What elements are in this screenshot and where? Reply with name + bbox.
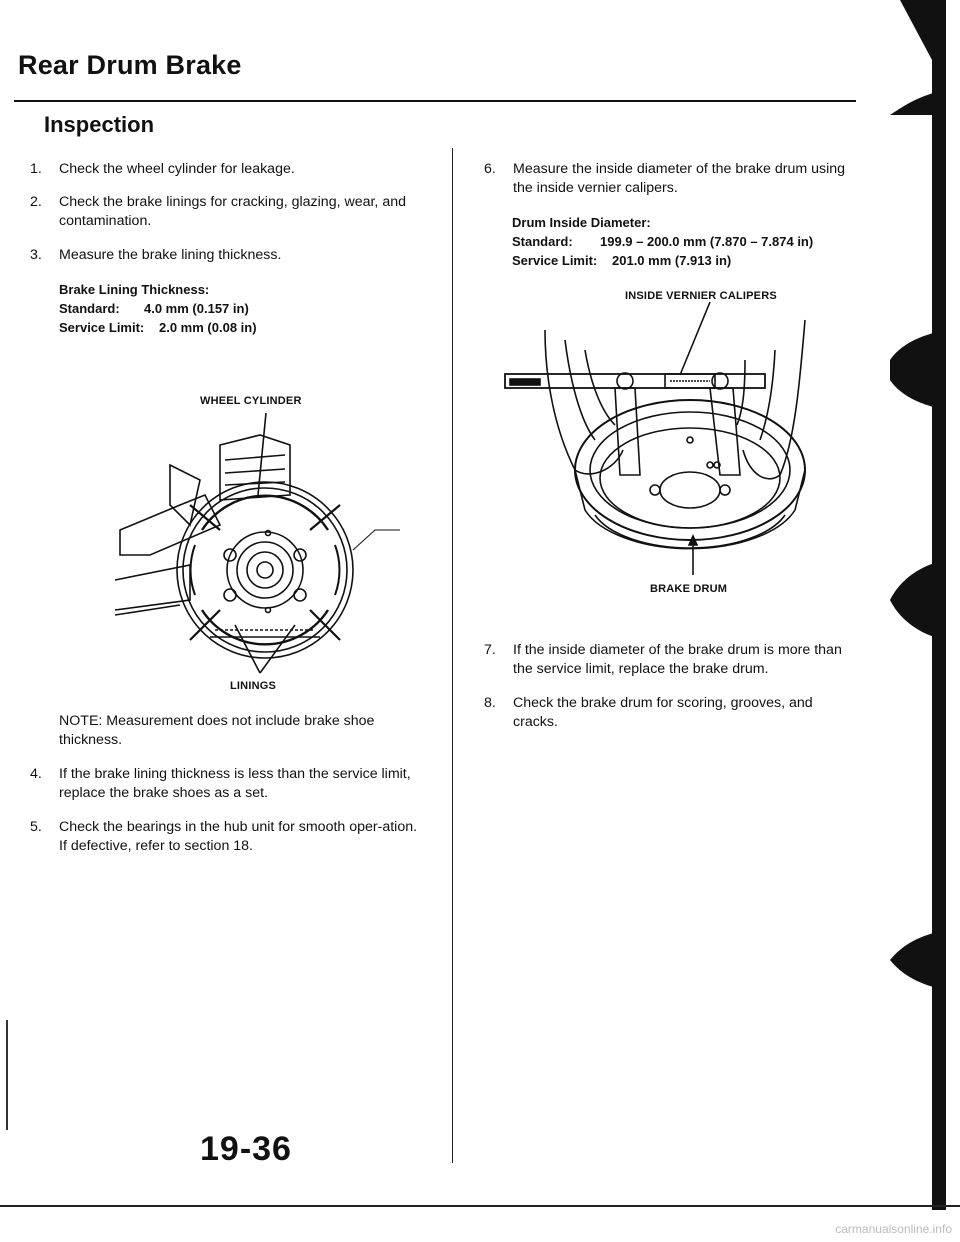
step-1: 1. Check the wheel cylinder for leakage. [30, 160, 416, 180]
section-heading: Inspection [44, 112, 155, 137]
spec-limit-value: 2.0 mm (0.08 in) [159, 320, 257, 335]
callout-inside-vernier-calipers: INSIDE VERNIER CALIPERS [625, 290, 777, 302]
step-number: 5. [30, 819, 42, 835]
spec-standard-row: Standard: 199.9 – 200.0 mm (7.870 – 7.87… [512, 232, 862, 251]
callout-wheel-cylinder: WHEEL CYLINDER [200, 395, 302, 407]
brake-assembly-illustration [114, 412, 400, 674]
spec-limit-label: Service Limit: [59, 320, 145, 335]
spec-standard-label: Standard: [59, 301, 120, 316]
watermark: carmanualsonline.info [835, 1222, 952, 1236]
step-text: If the brake lining thickness is less th… [59, 766, 411, 801]
column-divider [452, 148, 453, 1163]
step-text: Measure the inside diameter of the brake… [513, 161, 846, 196]
step-number: 3. [30, 247, 42, 263]
step-number: 6. [484, 161, 496, 177]
spec-limit-value: 201.0 mm (7.913 in) [612, 253, 732, 268]
step-4: 4. If the brake lining thickness is less… [30, 765, 420, 805]
callout-linings: LININGS [230, 680, 277, 692]
page-number: 19-36 [200, 1130, 292, 1168]
step-8: 8. Check the brake drum for scoring, gro… [484, 694, 858, 734]
measurement-note: NOTE: Measurement does not include brake… [59, 713, 375, 748]
step-text: Check the brake drum for scoring, groove… [513, 695, 813, 730]
step-number: 1. [30, 161, 42, 177]
step-text: If the inside diameter of the brake drum… [513, 642, 842, 677]
title-rule [14, 100, 856, 102]
spec-limit-row: Service Limit: 201.0 mm (7.913 in) [512, 251, 862, 270]
binding-tab-marks [890, 0, 946, 1210]
step-number: 8. [484, 695, 496, 711]
step-2: 2. Check the brake linings for cracking,… [30, 193, 416, 233]
step-5: 5. Check the bearings in the hub unit fo… [30, 818, 420, 858]
step-7: 7. If the inside diameter of the brake d… [484, 641, 858, 681]
step-6: 6. Measure the inside diameter of the br… [484, 160, 858, 200]
step-text: Check the bearings in the hub unit for s… [59, 819, 418, 854]
margin-bar [6, 1020, 8, 1130]
step-number: 4. [30, 766, 42, 782]
step-3: 3. Measure the brake lining thickness. [30, 246, 416, 266]
spec-title: Drum Inside Diameter: [512, 215, 651, 230]
step-number: 7. [484, 642, 496, 658]
spec-standard-value: 4.0 mm (0.157 in) [144, 301, 249, 316]
spec-standard-label: Standard: [512, 234, 573, 249]
bottom-rule [0, 1205, 960, 1207]
spec-limit-label: Service Limit: [512, 253, 598, 268]
spec-standard-value: 199.9 – 200.0 mm (7.870 – 7.874 in) [600, 234, 814, 249]
step-text: Measure the brake lining thickness. [59, 247, 282, 263]
callout-brake-drum: BRAKE DRUM [650, 583, 728, 595]
drum-diameter-spec: Drum Inside Diameter: Standard: 199.9 – … [512, 213, 862, 270]
step-number: 2. [30, 194, 42, 210]
spec-title: Brake Lining Thickness: [59, 282, 210, 297]
brake-drum-illustration [504, 301, 806, 575]
page-title: Rear Drum Brake [18, 50, 242, 80]
lining-thickness-spec: Brake Lining Thickness: Standard: 4.0 mm… [59, 280, 419, 337]
spec-standard-row: Standard: 4.0 mm (0.157 in) [59, 299, 419, 318]
step-text: Check the brake linings for cracking, gl… [59, 194, 406, 229]
spec-limit-row: Service Limit: 2.0 mm (0.08 in) [59, 318, 419, 337]
step-text: Check the wheel cylinder for leakage. [59, 161, 295, 177]
